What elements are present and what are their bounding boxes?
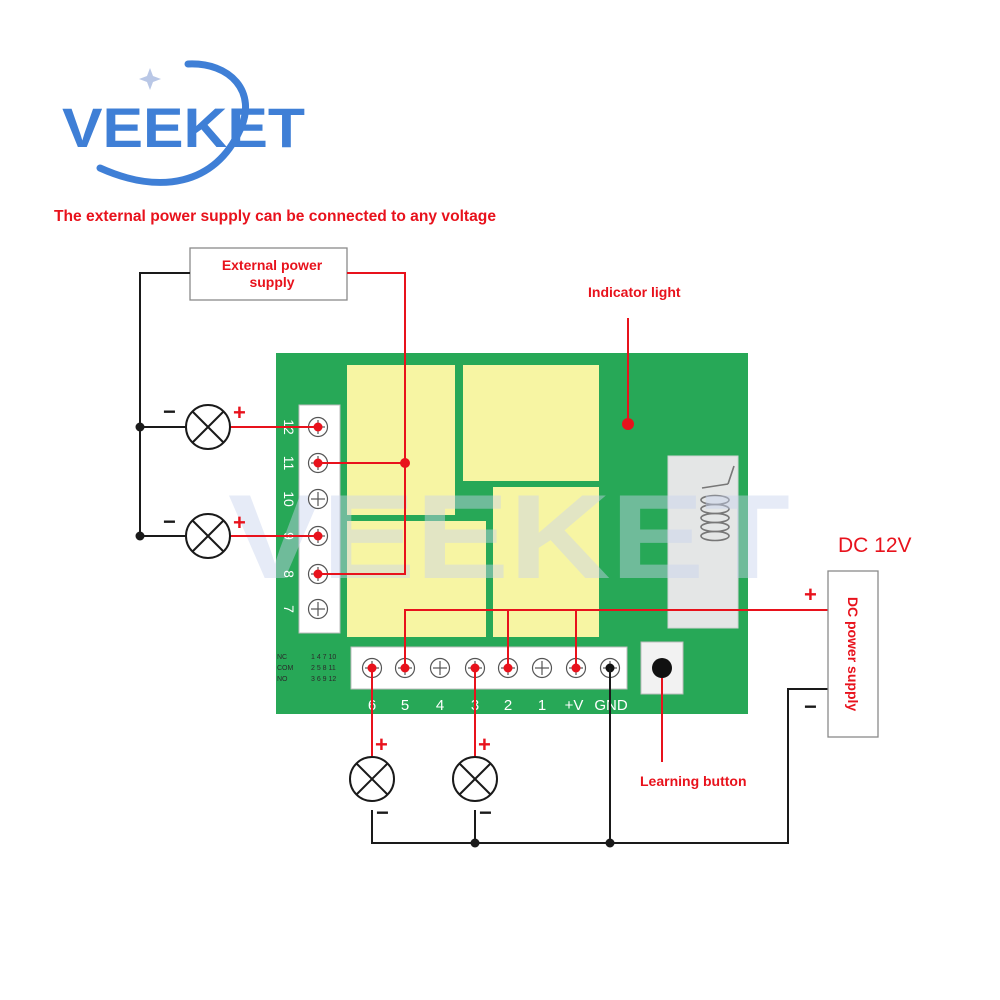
brand-logo: VEEKET — [62, 60, 305, 186]
lamp-12-minus: − — [163, 399, 176, 424]
red-junctions — [400, 458, 410, 468]
legend-com-numbers: 2 5 8 11 — [311, 665, 336, 672]
left-terminal-number: 8 — [281, 570, 297, 578]
lamp-icon — [185, 513, 231, 559]
bottom-terminal-number: 5 — [401, 697, 409, 714]
external-power-supply-label-line1: External power — [222, 257, 323, 273]
push-button-icon[interactable] — [640, 641, 684, 695]
learning-button-label: Learning button — [640, 773, 747, 789]
black-wires — [139, 272, 828, 844]
lamp-3-plus: + — [478, 732, 491, 757]
dc-voltage-label: DC 12V — [838, 534, 912, 557]
caption: The external power supply can be connect… — [54, 208, 496, 225]
bottom-terminal-number: 2 — [504, 697, 512, 714]
logo-swoosh — [96, 60, 249, 186]
bottom-terminal-number: GND — [594, 697, 628, 714]
external-power-supply-label-line2: supply — [249, 274, 294, 290]
relay-board: NC COM NO 1 4 7 10 2 5 8 11 3 6 9 12 — [276, 353, 748, 714]
left-terminal-number: 7 — [281, 605, 297, 613]
external-power-supply-box — [189, 247, 348, 301]
lamp-icon — [349, 756, 395, 802]
dc-minus: − — [804, 694, 817, 719]
screw-terminal-icon[interactable] — [307, 488, 329, 510]
red-wires — [230, 272, 828, 762]
logo-sparkle-icon — [139, 68, 161, 90]
left-terminal-number: 11 — [281, 456, 297, 471]
legend-no: NO — [277, 676, 288, 683]
bottom-terminal-number: +V — [565, 697, 584, 714]
legend-nc-numbers: 1 4 7 10 — [311, 654, 336, 661]
polarity-marks: − + − + + − + − + − — [163, 399, 817, 825]
left-terminal-number: 10 — [281, 491, 297, 507]
antenna-coil-icon — [700, 465, 735, 542]
relay-4 — [493, 487, 599, 637]
lamp-9-plus: + — [233, 510, 246, 535]
lamps — [185, 404, 498, 802]
black-junctions — [135, 422, 615, 848]
lamp-12-plus: + — [233, 400, 246, 425]
bottom-screws — [361, 657, 621, 679]
screw-terminal-icon[interactable] — [531, 657, 553, 679]
lamp-icon — [452, 756, 498, 802]
legend-no-numbers: 3 6 9 12 — [311, 676, 336, 683]
logo-text: VEEKET — [62, 96, 305, 159]
indicator-led-icon — [622, 418, 634, 430]
lamp-icon — [185, 404, 231, 450]
left-terminal-block — [298, 404, 341, 634]
dc-power-supply-label: DC power supply — [845, 597, 861, 712]
screw-terminal-icon[interactable] — [429, 657, 451, 679]
relay-3 — [347, 521, 486, 637]
relay-1 — [347, 365, 455, 515]
contact-legend: NC COM NO 1 4 7 10 2 5 8 11 3 6 9 12 — [277, 654, 336, 683]
dc-power-supply-box — [827, 570, 879, 738]
lamp-3-minus: − — [479, 800, 492, 825]
relay-2 — [463, 365, 599, 481]
dc-plus: + — [804, 582, 817, 607]
legend-com: COM — [277, 665, 294, 672]
lamp-6-plus: + — [375, 732, 388, 757]
legend-nc: NC — [277, 654, 287, 661]
lamp-9-minus: − — [163, 509, 176, 534]
lamp-6-minus: − — [376, 800, 389, 825]
indicator-light-label: Indicator light — [588, 284, 681, 300]
screw-terminal-icon[interactable] — [307, 598, 329, 620]
bottom-terminal-number: 1 — [538, 697, 546, 714]
bottom-terminal-number: 4 — [436, 697, 444, 714]
